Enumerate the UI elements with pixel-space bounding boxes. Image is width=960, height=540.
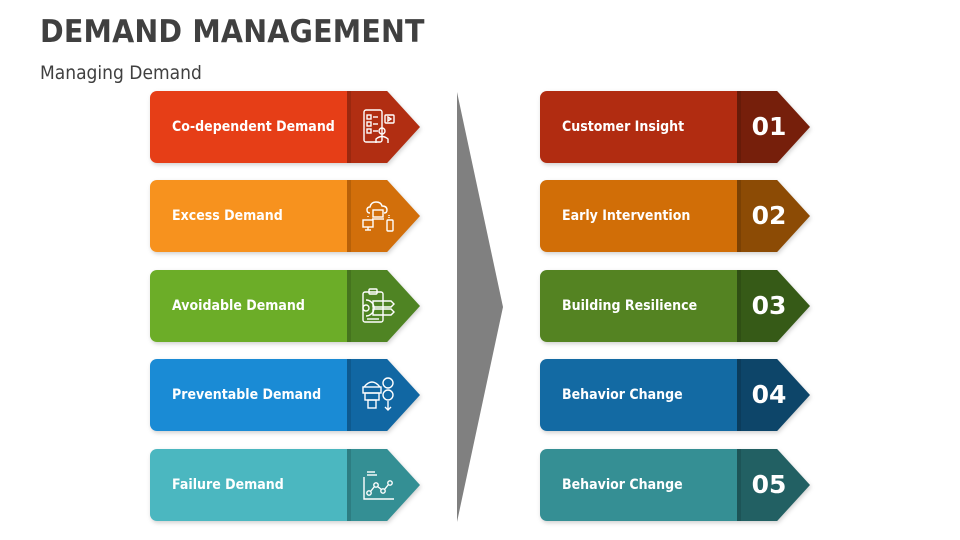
tab-shadow: [737, 359, 741, 431]
card-label: Behavior Change: [562, 387, 683, 403]
step-number: 05: [751, 470, 787, 499]
card-body: [540, 180, 745, 252]
card-label: Failure Demand: [172, 477, 284, 493]
page-subtitle: Managing Demand: [40, 62, 202, 84]
left-card-preventable-demand: Preventable Demand: [150, 359, 420, 431]
tab-shadow: [347, 180, 351, 252]
tab-shadow: [347, 270, 351, 342]
step-number: 04: [751, 380, 787, 409]
card-body: [540, 449, 745, 521]
card-label: Customer Insight: [562, 119, 685, 135]
tab-shadow: [737, 180, 741, 252]
step-number: 02: [751, 201, 787, 230]
right-card-01: Customer Insight 01: [540, 91, 810, 163]
left-card-failure-demand: Failure Demand: [150, 449, 420, 521]
tab-shadow: [737, 270, 741, 342]
right-card-02: Early Intervention 02: [540, 180, 810, 252]
tab-shadow: [347, 359, 351, 431]
right-card-04: Behavior Change 04: [540, 359, 810, 431]
card-body: [540, 91, 745, 163]
clipboard-gear-arrows-icon: [362, 288, 395, 323]
card-label: Avoidable Demand: [172, 298, 305, 314]
card-body: [150, 91, 355, 163]
card-body: [150, 270, 355, 342]
left-card-co-dependent-demand: Co-dependent Demand: [150, 91, 420, 163]
card-label: Early Intervention: [562, 208, 691, 224]
page-title: DEMAND MANAGEMENT: [40, 14, 425, 50]
cloud-devices-icon: [362, 201, 394, 232]
right-card-03: Building Resilience 03: [540, 270, 810, 342]
card-label: Building Resilience: [562, 298, 698, 314]
step-number: 01: [751, 112, 787, 141]
tab-shadow: [737, 91, 741, 163]
right-card-05: Behavior Change 05: [540, 449, 810, 521]
card-body: [540, 270, 745, 342]
card-label: Excess Demand: [172, 208, 283, 224]
line-chart-icon: [363, 471, 394, 500]
tab-shadow: [347, 91, 351, 163]
left-card-excess-demand: Excess Demand: [150, 180, 420, 252]
tab-shadow: [737, 449, 741, 521]
card-label: Behavior Change: [562, 477, 683, 493]
card-body: [150, 449, 355, 521]
card-body: [540, 359, 745, 431]
card-body: [150, 359, 355, 431]
card-label: Co-dependent Demand: [172, 119, 335, 135]
step-number: 03: [751, 291, 787, 320]
funnel-users-icon: [362, 377, 394, 411]
left-card-avoidable-demand: Avoidable Demand: [150, 270, 420, 342]
card-body: [150, 180, 355, 252]
card-label: Preventable Demand: [172, 387, 322, 403]
mobile-app-user-icon: [363, 109, 395, 143]
tab-shadow: [347, 449, 351, 521]
chevron-right-arrow-icon: [457, 92, 503, 522]
